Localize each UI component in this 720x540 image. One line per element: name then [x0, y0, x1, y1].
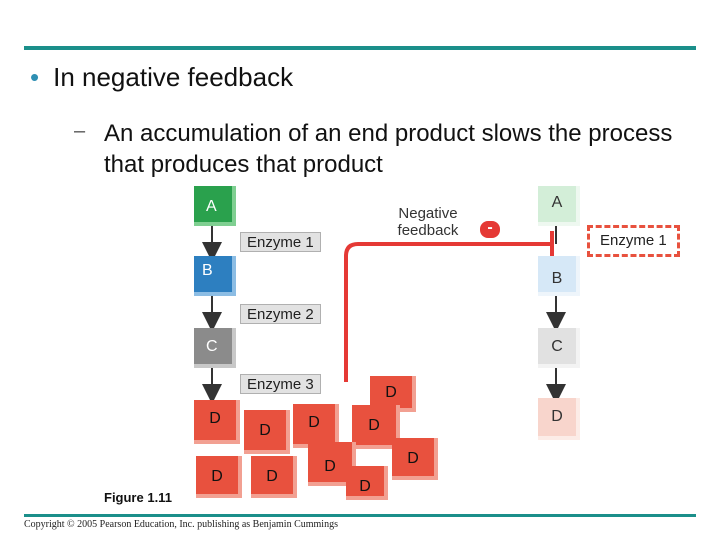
left-enzyme-1-label: Enzyme 1 [247, 234, 314, 251]
d-product-9-label: D [359, 478, 371, 496]
right-a-label: A [552, 194, 563, 212]
d-product-6: D [196, 456, 242, 498]
left-a-box: A [194, 186, 236, 226]
left-enzyme-2: Enzyme 2 [240, 304, 321, 324]
d-product-10-label: D [407, 450, 419, 468]
left-c-box: C [194, 328, 236, 368]
right-c-box: C [538, 328, 580, 368]
d-product-3-label: D [308, 414, 320, 432]
left-b-label: B [202, 262, 213, 280]
right-enzyme-1-label: Enzyme 1 [600, 232, 667, 249]
right-enzyme-1-inhibited: Enzyme 1 [592, 230, 675, 252]
d-product-1: D [194, 400, 240, 444]
d-product-6-label: D [211, 468, 223, 486]
d-product-10: D [392, 438, 438, 480]
left-enzyme-3: Enzyme 3 [240, 374, 321, 394]
right-b-label: B [552, 270, 563, 288]
d-product-7: D [251, 456, 297, 498]
copyright-text: Copyright © 2005 Pearson Education, Inc.… [24, 519, 338, 530]
d-product-1-label: D [209, 410, 221, 428]
d-product-4-label: D [385, 384, 397, 402]
right-a-box: A [538, 186, 580, 226]
negative-feedback-label: Negative feedback [388, 205, 468, 239]
d-product-2: D [244, 410, 290, 454]
d-product-7-label: D [266, 468, 278, 486]
d-product-5-label: D [368, 417, 380, 435]
d-product-9: D [346, 466, 388, 500]
negative-feedback-path [346, 244, 552, 382]
d-product-8-label: D [324, 458, 336, 476]
left-enzyme-3-label: Enzyme 3 [247, 376, 314, 393]
inhibition-minus-icon: - [480, 221, 500, 238]
left-b-box: B [194, 256, 236, 296]
left-enzyme-1: Enzyme 1 [240, 232, 321, 252]
d-product-2-label: D [259, 422, 271, 440]
figure-label: Figure 1.11 [104, 490, 172, 505]
left-enzyme-2-label: Enzyme 2 [247, 306, 314, 323]
left-a-label: A [206, 198, 217, 216]
right-c-label: C [551, 338, 563, 356]
right-d-box: D [538, 398, 580, 440]
right-b-box: B [538, 256, 580, 296]
right-d-label: D [551, 408, 563, 426]
left-c-label: C [206, 338, 218, 356]
